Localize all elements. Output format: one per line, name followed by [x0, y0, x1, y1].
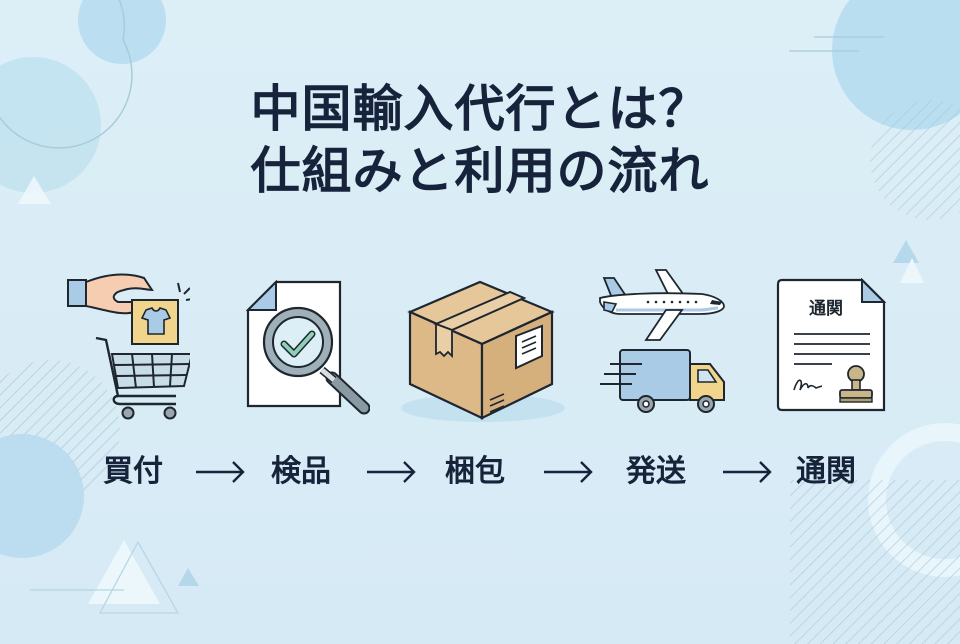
right-arrow-icon — [196, 461, 245, 483]
customs-document-heading: 通関 — [809, 299, 843, 319]
page-title: 中国輸入代行とは？ 仕組みと利用の流れ — [0, 78, 960, 202]
step-label-packing: 梱包 — [445, 454, 505, 489]
title-line-2: 仕組みと利用の流れ — [250, 142, 710, 200]
step-label-shipping: 発送 — [626, 454, 686, 489]
airplane-truck-icon — [599, 269, 725, 413]
step-label-buying: 買付 — [103, 454, 163, 489]
step-label-inspection: 検品 — [271, 454, 331, 489]
process-flow: 買付 検品 梱包 発送 通関 — [0, 450, 960, 500]
right-arrow-icon — [367, 461, 416, 483]
title-line-1: 中国輸入代行とは？ — [250, 80, 710, 138]
cardboard-box-icon — [401, 280, 565, 422]
customs-document-stamp-icon: 通関 — [776, 278, 888, 414]
right-arrow-icon — [544, 461, 593, 483]
right-arrow-icon — [723, 461, 772, 483]
shopping-cart-hand-icon — [67, 273, 190, 420]
step-label-customs: 通関 — [796, 454, 856, 489]
document-magnifier-check-icon — [246, 280, 370, 415]
